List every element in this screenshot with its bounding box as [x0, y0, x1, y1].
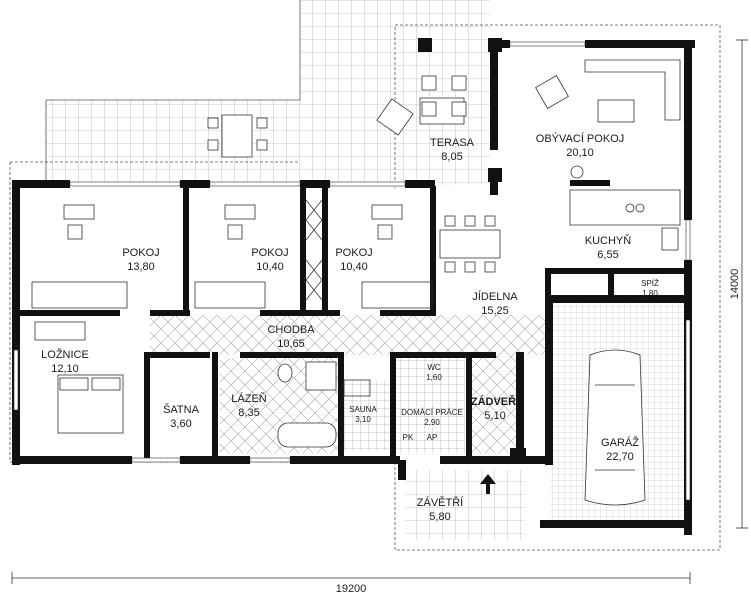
room-sauna-area: 3,10 — [355, 415, 371, 424]
room-kuchyn-name: KUCHYŇ — [585, 234, 632, 247]
master-bed — [34, 321, 124, 434]
entrance-arrow — [480, 474, 496, 494]
dimension-height: 14000 — [729, 39, 748, 529]
room-pokoj2-name: POKOJ — [251, 247, 288, 259]
label-ap: AP — [427, 433, 438, 442]
living-furniture — [535, 59, 681, 251]
room-domaci-prace-area: 2,90 — [424, 418, 440, 427]
room-sauna-name: SAUNA — [349, 405, 377, 414]
room-zadveri-name: ZÁDVEŘÍ — [471, 395, 520, 408]
room-pokoj3-area: 10,40 — [340, 261, 368, 273]
car — [584, 349, 646, 506]
room-obyvaci-name: OBÝVACÍ POKOJ — [536, 132, 624, 145]
room-garaz-area: 22,70 — [606, 451, 634, 463]
room-satna-area: 3,60 — [170, 418, 191, 430]
label-pk: PK — [403, 433, 414, 442]
room-kuchyn-area: 6,55 — [597, 249, 618, 261]
room-garaz-name: GARÁŽ — [601, 436, 639, 449]
room-domaci-prace-name: DOMÁCÍ PRÁCE — [401, 408, 463, 417]
room-terasa-area: 8,05 — [441, 151, 462, 163]
room-wc-area: 1,60 — [426, 373, 442, 382]
room-chodba-name: CHODBA — [267, 324, 315, 336]
room-obyvaci-area: 20,10 — [566, 147, 594, 159]
dimension-width: 19200 — [11, 572, 691, 595]
room-loznice-area: 12,10 — [51, 363, 79, 375]
terrace-paving — [45, 0, 490, 185]
room-satna-name: ŠATNA — [163, 403, 200, 416]
room-spiz-area: 1,80 — [642, 289, 658, 298]
room-spiz-name: SPÍŽ — [641, 279, 659, 288]
room-wc-name: WC — [427, 363, 441, 372]
room-terasa-name: TERASA — [430, 137, 475, 149]
dimension-width-label: 19200 — [336, 583, 367, 595]
windows — [13, 41, 691, 501]
room-jidelna-name: JÍDELNA — [472, 290, 518, 303]
room-chodba-area: 10,65 — [277, 338, 305, 350]
bedroom-furniture — [31, 199, 433, 309]
room-zavetri-name: ZÁVĚTŘÍ — [417, 496, 464, 509]
room-pokoj1-name: POKOJ — [122, 247, 159, 259]
room-zadveri-area: 5,10 — [484, 410, 505, 422]
walls — [12, 38, 695, 535]
room-zavetri-area: 5,80 — [429, 511, 450, 523]
dining-furniture — [439, 215, 501, 273]
terrace-furniture — [207, 75, 467, 158]
room-pokoj2-area: 10,40 — [256, 261, 284, 273]
room-labels: TERASA 8,05 OBÝVACÍ POKOJ 20,10 POKOJ 13… — [41, 132, 659, 523]
room-loznice-name: LOŽNICE — [41, 348, 89, 361]
room-pokoj1-area: 13,80 — [127, 261, 155, 273]
room-lazen-name: LÁZEŇ — [231, 392, 267, 405]
room-jidelna-area: 15,25 — [481, 305, 509, 317]
dimension-height-label: 14000 — [729, 269, 741, 300]
bathroom-fixtures — [277, 361, 371, 448]
room-lazen-area: 8,35 — [238, 407, 259, 419]
room-pokoj3-name: POKOJ — [335, 247, 372, 259]
